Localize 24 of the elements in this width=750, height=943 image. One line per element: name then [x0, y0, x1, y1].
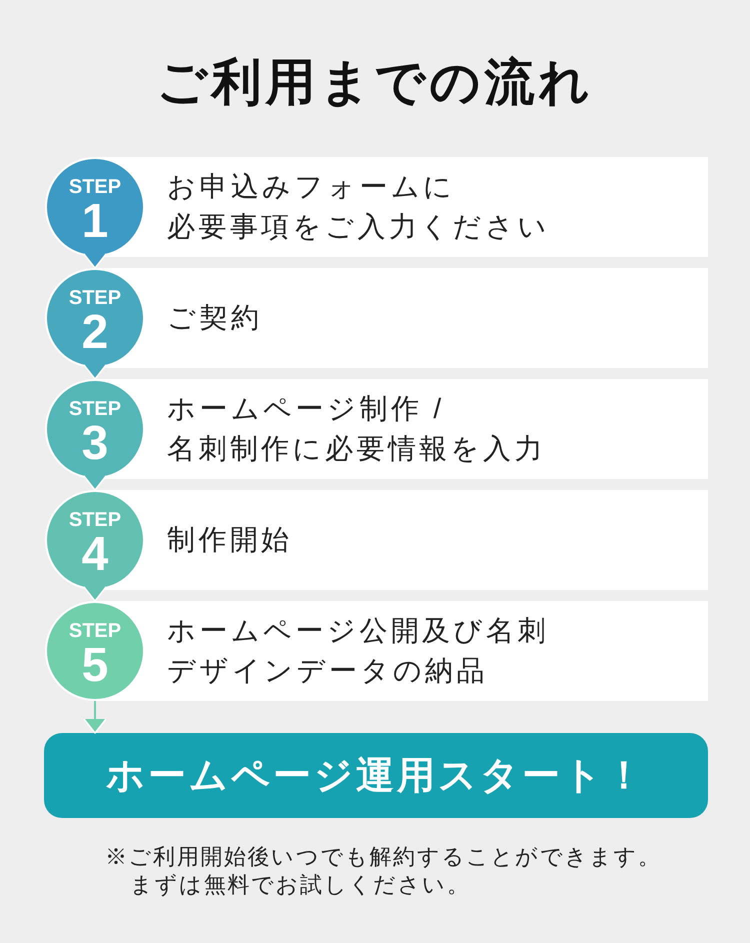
step-text: ホームページ制作 /名刺制作に必要情報を入力: [167, 392, 547, 466]
arrow: [83, 701, 107, 734]
note-text: ※ご利用開始後いつでも解約することができます。まずは無料でお試しください。: [105, 843, 663, 899]
start-banner: [44, 733, 708, 818]
arrow: [83, 475, 107, 491]
step-label: STEP: [68, 177, 122, 197]
step-label: STEP: [68, 621, 122, 641]
step-text: ホームページ公開及び名刺デザインデータの納品: [167, 614, 550, 688]
step-number: 4: [82, 530, 108, 580]
arrow: [83, 586, 107, 602]
step-label: STEP: [68, 510, 122, 530]
step-text: ご契約: [167, 301, 262, 335]
step-number: 2: [82, 308, 108, 358]
step-number: 3: [82, 419, 108, 469]
banner-text: ホームページ運用スタート！: [106, 754, 646, 798]
arrow: [83, 253, 107, 269]
step-text: 制作開始: [167, 523, 293, 557]
title: ご利用までの流れ: [156, 53, 594, 112]
arrow: [83, 364, 107, 380]
step-text: お申込みフォームに必要事項をご入力ください: [167, 170, 551, 244]
step-number: 5: [82, 641, 108, 691]
step-number: 1: [82, 197, 108, 247]
step-label: STEP: [68, 399, 122, 419]
step-label: STEP: [68, 288, 122, 308]
